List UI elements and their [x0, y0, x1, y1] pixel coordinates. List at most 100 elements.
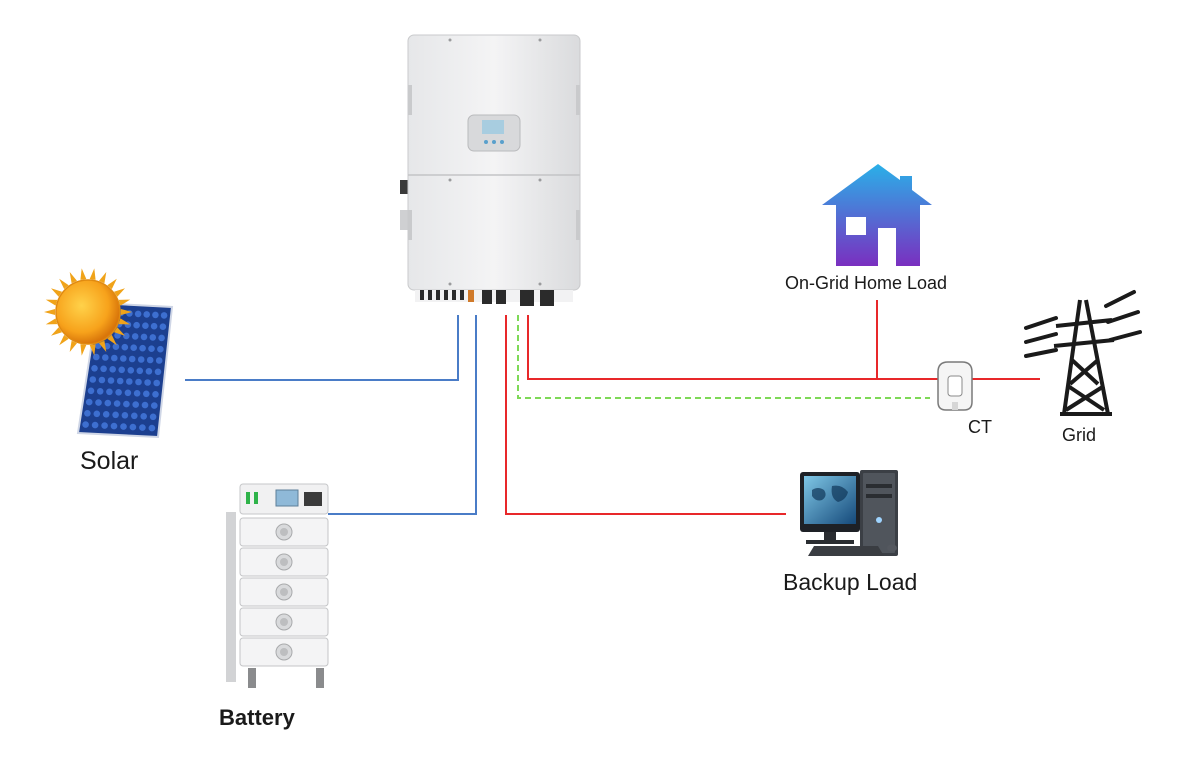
solar-cell	[134, 310, 142, 318]
solar-cell	[113, 400, 121, 407]
solar-cell	[133, 321, 140, 329]
solar-cell	[107, 377, 115, 384]
battery-module	[239, 517, 329, 547]
solar-cell	[136, 367, 144, 375]
solar-cell	[121, 412, 129, 419]
solar-cell	[145, 368, 153, 375]
solar-cell	[98, 376, 106, 384]
sun-ray	[107, 334, 117, 346]
sun-ray	[114, 288, 125, 297]
solar-cell	[139, 424, 146, 431]
home-load-label: On-Grid Home Load	[785, 273, 948, 293]
sun-ray	[107, 278, 117, 290]
solar-cell	[91, 365, 98, 372]
battery-foot	[316, 668, 324, 688]
solar-cell	[85, 398, 93, 406]
battery-stack-icon	[226, 483, 329, 688]
sun-ray	[80, 268, 87, 280]
solar-cell	[95, 399, 102, 406]
solar-cell	[102, 354, 109, 361]
battery-module	[239, 547, 329, 577]
sun-ray	[120, 309, 132, 315]
ground-dashed-line	[517, 315, 930, 399]
sun-ray	[45, 299, 58, 306]
sun-ray	[59, 278, 69, 290]
solar-cell	[131, 333, 139, 340]
solar-cell	[89, 376, 97, 383]
solar-cell	[115, 389, 122, 396]
solar-cell	[82, 421, 89, 428]
house-icon	[822, 164, 932, 266]
sun-ray	[44, 309, 56, 315]
sun-ray	[51, 327, 62, 336]
battery-label: Battery	[219, 705, 295, 730]
battery-module	[239, 577, 329, 607]
sun-ray	[80, 344, 87, 356]
sun-icon	[44, 268, 132, 356]
dc-battery-line	[328, 315, 477, 515]
solar-cell	[100, 365, 107, 373]
solar-cell	[158, 334, 165, 342]
sun-ray	[51, 288, 62, 297]
solar-cell	[104, 399, 112, 407]
sun-ray	[89, 268, 96, 280]
solar-cell	[127, 367, 135, 374]
ac-backup-line	[505, 315, 786, 515]
solar-cell	[112, 411, 119, 419]
sun-ray	[45, 318, 58, 325]
pylon-icon	[1024, 290, 1142, 416]
solar-cell	[123, 332, 130, 340]
solar-cell	[153, 379, 160, 387]
computer-icon	[800, 470, 898, 556]
inverter-icon	[400, 34, 581, 306]
solar-cell	[106, 388, 113, 396]
sun-ray	[118, 318, 131, 325]
sun-ray	[118, 299, 131, 306]
ct-clamp-icon	[937, 361, 973, 411]
solar-cell	[152, 311, 159, 319]
solar-cell	[110, 422, 118, 430]
sun-ray	[114, 327, 125, 336]
solar-cell	[87, 387, 95, 395]
solar-cell	[124, 389, 132, 397]
solar-cell	[157, 345, 164, 353]
solar-cell	[140, 333, 148, 341]
solar-cell	[111, 354, 118, 362]
solar-cell	[94, 342, 102, 350]
ct-label: CT	[968, 417, 992, 437]
solar-cell	[140, 413, 147, 420]
solar-cell	[152, 391, 159, 398]
sun-ray	[69, 340, 77, 352]
solar-cell	[143, 390, 150, 398]
battery-module	[239, 637, 329, 667]
solar-cell	[112, 343, 120, 351]
solar-cell	[120, 423, 127, 430]
solar-cell	[159, 323, 167, 331]
solar-cell	[129, 423, 137, 431]
solar-cell	[130, 344, 137, 352]
solar-cell	[131, 412, 138, 420]
solar-cell	[137, 356, 145, 363]
solar-cell	[135, 378, 142, 386]
dc-solar-line	[185, 315, 459, 381]
solar-cell	[148, 345, 155, 353]
sun-ray	[59, 334, 69, 346]
solar-cell	[160, 312, 168, 319]
solar-cell	[109, 366, 116, 373]
solar-cell	[149, 413, 157, 421]
solar-cell	[148, 424, 156, 432]
solar-cell	[121, 343, 129, 351]
solar-cell	[96, 388, 104, 395]
battery-foot	[248, 668, 256, 688]
solar-cell	[154, 368, 162, 376]
ac-grid-line	[527, 315, 1040, 380]
solar-cell	[141, 401, 149, 409]
solar-cell	[102, 411, 110, 418]
solar-label: Solar	[80, 447, 139, 475]
solar-cell	[150, 322, 158, 330]
grid-label: Grid	[1062, 425, 1097, 445]
sun-ray	[69, 272, 77, 284]
sun-ray	[99, 272, 107, 284]
solar-cell	[142, 322, 149, 330]
